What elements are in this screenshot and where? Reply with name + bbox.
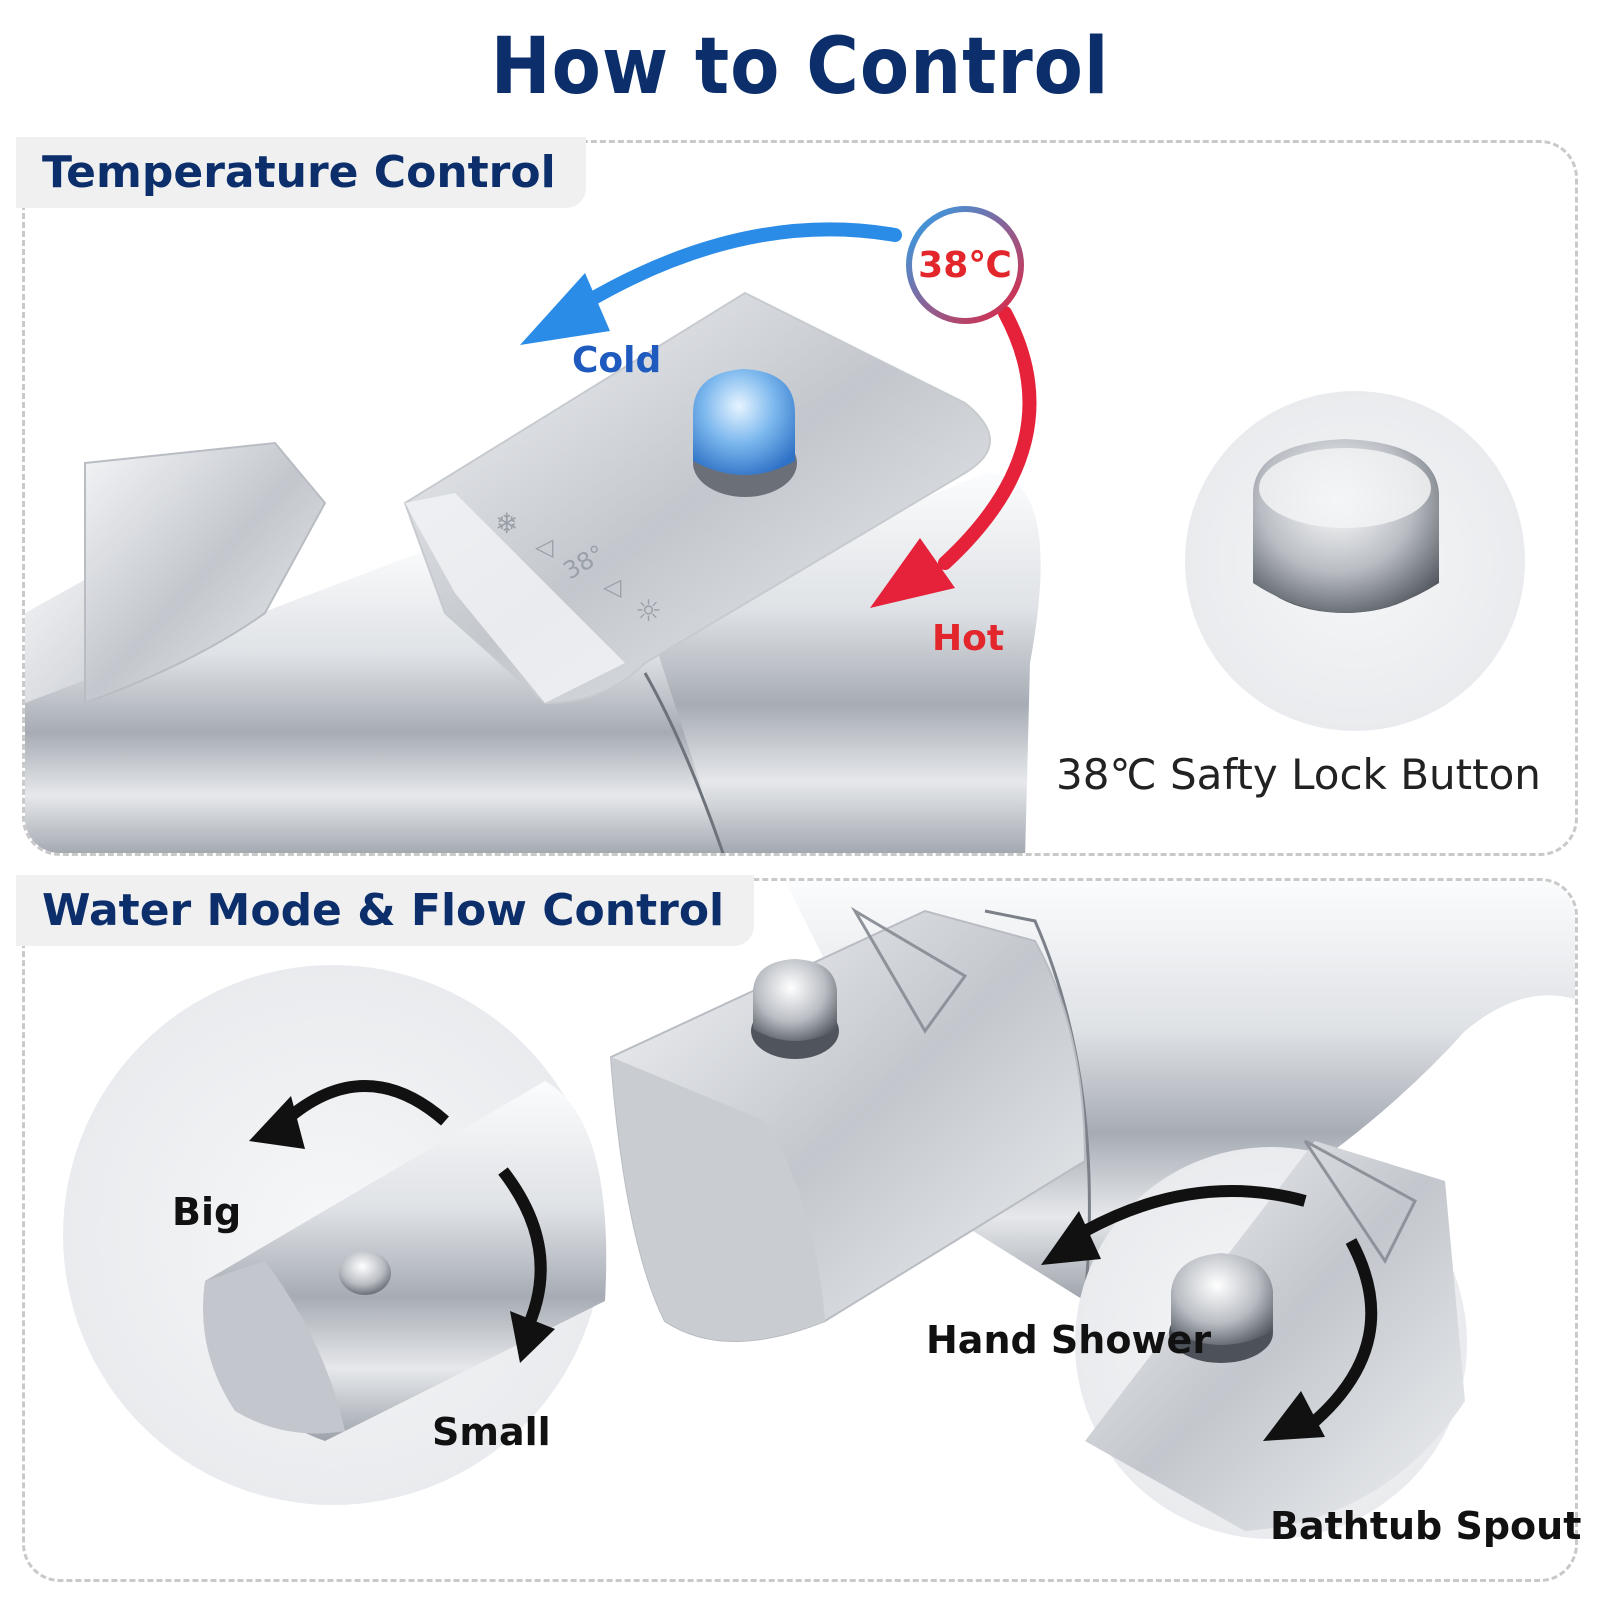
hot-label: Hot	[932, 618, 1005, 659]
temperature-control-panel: ❄ ◁ 38° ◁ ☼	[22, 140, 1578, 856]
flow-control-panel	[22, 878, 1578, 1582]
temperature-control-heading: Temperature Control	[16, 137, 586, 208]
svg-text:◁: ◁	[535, 533, 554, 561]
page-title: How to Control	[490, 22, 1110, 112]
bathtub-spout-label: Bathtub Spout	[1270, 1504, 1582, 1548]
flow-control-heading: Water Mode & Flow Control	[16, 875, 755, 946]
big-flow-label: Big	[172, 1190, 242, 1234]
temperature-badge: 38℃	[906, 206, 1024, 324]
cold-label: Cold	[572, 340, 662, 381]
svg-text:◁: ◁	[603, 573, 622, 601]
svg-text:☼: ☼	[635, 594, 662, 629]
diverter-illustration	[63, 881, 1575, 1539]
svg-text:❄: ❄	[495, 507, 518, 540]
thermostat-illustration: ❄ ◁ 38° ◁ ☼	[25, 222, 1525, 853]
safety-lock-label: 38℃ Safty Lock Button	[1056, 750, 1541, 799]
small-flow-label: Small	[432, 1410, 551, 1454]
hand-shower-label: Hand Shower	[926, 1318, 1212, 1362]
